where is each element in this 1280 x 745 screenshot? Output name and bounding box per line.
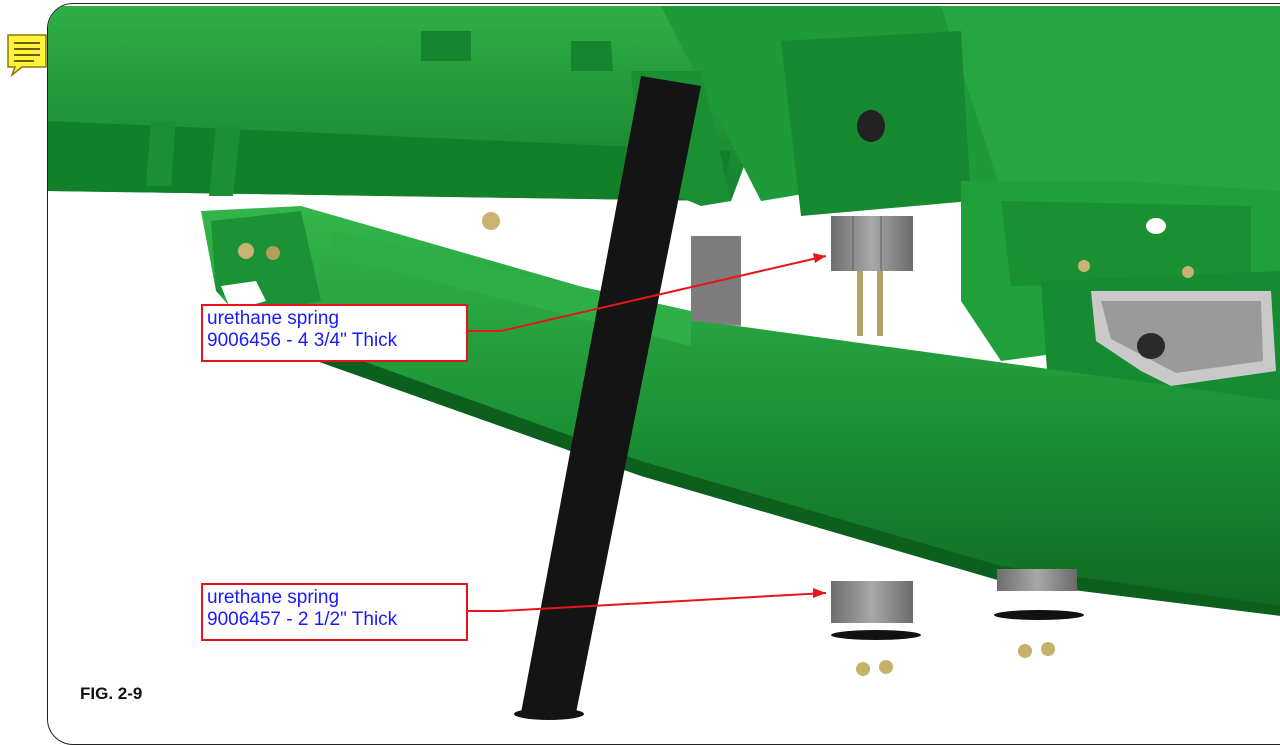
urethane-spring-upper — [831, 216, 913, 336]
upper-frame-rail — [48, 6, 761, 201]
leader-lines — [468, 253, 827, 612]
machine-illustration — [48, 6, 1280, 720]
callout-spring-upper: urethane spring 9006456 - 4 3/4" Thick — [201, 304, 468, 362]
sticky-note-icon[interactable] — [6, 33, 48, 77]
figure-frame — [47, 3, 1280, 745]
callout-line1: urethane spring — [207, 587, 340, 608]
urethane-spring-lower — [831, 569, 1084, 676]
callout-line2: 9006457 - 2 1/2" Thick — [207, 609, 398, 630]
callout-line2: 9006456 - 4 3/4" Thick — [207, 330, 398, 351]
callout-line1: urethane spring — [207, 308, 340, 329]
figure-label: FIG. 2-9 — [80, 684, 143, 703]
callout-spring-lower: urethane spring 9006457 - 2 1/2" Thick — [201, 583, 468, 641]
support-post — [521, 76, 701, 713]
